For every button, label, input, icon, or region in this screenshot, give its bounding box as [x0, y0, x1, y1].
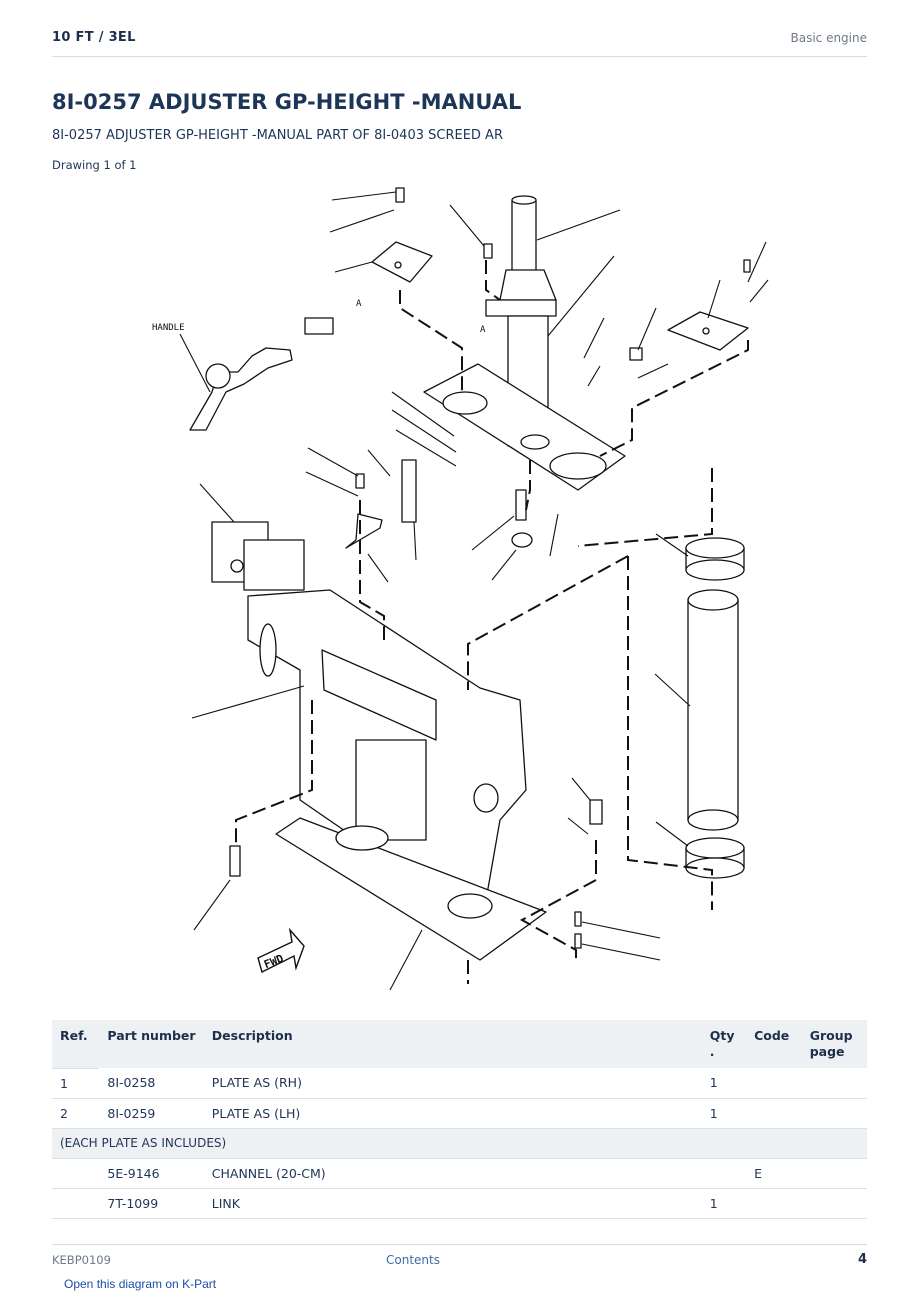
row-ref: 2: [52, 1098, 100, 1129]
parts-table-header: Ref. Part number Description Qty . Code …: [52, 1020, 867, 1069]
row-group-page: [801, 1188, 867, 1219]
row-ref: 1: [52, 1068, 100, 1099]
row-description: PLATE AS (LH): [203, 1098, 702, 1129]
page-footer: KEBP0109 Contents 4 Open this diagram on…: [52, 1244, 867, 1291]
open-diagram-link[interactable]: Open this diagram on K-Part: [64, 1277, 217, 1291]
row-code: E: [746, 1158, 802, 1189]
exploded-parts-diagram: FWD: [152, 187, 769, 991]
col-group-page: Group page: [801, 1020, 867, 1068]
col-description: Description: [203, 1020, 702, 1068]
col-code: Code: [746, 1020, 802, 1068]
row-ref: [52, 1188, 100, 1219]
row-qty: 1: [701, 1188, 747, 1219]
col-qty: Qty .: [701, 1020, 747, 1068]
table-row: 7T-1099 LINK 1: [52, 1188, 867, 1219]
forward-arrow-icon: [257, 927, 305, 974]
row-code: [746, 1188, 802, 1219]
page-title: 8I-0257 ADJUSTER GP-HEIGHT -MANUAL: [52, 90, 522, 114]
crank-handle: [189, 347, 293, 431]
row-part-number: 5E-9146: [99, 1158, 204, 1189]
model-label: 10 FT / 3EL: [52, 30, 136, 45]
callout-a-top: A: [356, 299, 362, 309]
row-ref: [52, 1158, 100, 1189]
base-plate: [275, 817, 547, 961]
row-description: CHANNEL (20-CM): [203, 1158, 702, 1189]
table-row: 1 8I-0258 PLATE AS (RH) 1: [52, 1068, 867, 1099]
page-header: 10 FT / 3EL Basic engine: [52, 28, 867, 57]
parts-table: Ref. Part number Description Qty . Code …: [52, 1020, 867, 1219]
cover-plate-left: [371, 241, 433, 283]
table-row: 5E-9146 CHANNEL (20-CM) E: [52, 1158, 867, 1189]
row-group-page: [801, 1098, 867, 1129]
group-note: (EACH PLATE AS INCLUDES): [52, 1128, 867, 1159]
row-code: [746, 1098, 802, 1129]
document-id: KEBP0109: [52, 1253, 111, 1267]
page-subtitle: 8I-0257 ADJUSTER GP-HEIGHT -MANUAL PART …: [52, 128, 503, 143]
row-qty: 1: [701, 1098, 747, 1129]
drawing-counter: Drawing 1 of 1: [52, 158, 137, 172]
row-code: [746, 1068, 802, 1099]
row-group-page: [801, 1068, 867, 1099]
outer-cylinder: [687, 599, 739, 821]
scale-plate: [401, 459, 417, 523]
row-qty: 1: [701, 1068, 747, 1099]
page-number: 4: [857, 1252, 867, 1267]
contents-link[interactable]: Contents: [386, 1253, 440, 1267]
row-description: LINK: [203, 1188, 702, 1219]
callout-a-tube: A: [480, 325, 486, 335]
row-part-number: 8I-0258: [99, 1068, 204, 1099]
col-ref: Ref.: [52, 1020, 100, 1069]
row-group-page: [801, 1158, 867, 1189]
row-description: PLATE AS (RH): [203, 1068, 702, 1099]
row-qty: [701, 1158, 747, 1189]
row-part-number: 8I-0259: [99, 1098, 204, 1129]
table-row: 2 8I-0259 PLATE AS (LH) 1: [52, 1098, 867, 1129]
handle-label: HANDLE: [152, 323, 185, 333]
group-note-row: (EACH PLATE AS INCLUDES): [52, 1128, 867, 1159]
row-part-number: 7T-1099: [99, 1188, 204, 1219]
col-part-number: Part number: [99, 1020, 204, 1068]
section-label: Basic engine: [790, 31, 867, 45]
